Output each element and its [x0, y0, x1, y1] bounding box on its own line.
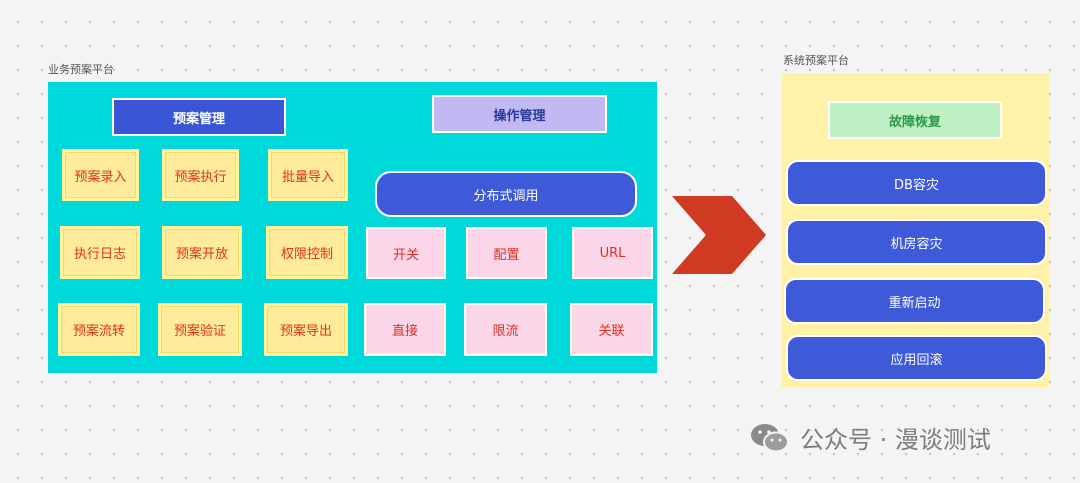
plan-verify-box[interactable]: 预案验证 [158, 303, 242, 356]
system-platform-frame: 故障恢复 DB容灾 机房容灾 重新启动 应用回滚 [782, 73, 1049, 387]
direct-box[interactable]: 直接 [364, 303, 446, 356]
plan-flow-box[interactable]: 预案流转 [58, 303, 140, 356]
wechat-icon [751, 423, 789, 452]
restart-pill[interactable]: 重新启动 [784, 278, 1045, 324]
system-platform-label: 系统预案平台 [783, 54, 849, 67]
chevron-arrow-icon [672, 196, 766, 274]
operation-management-header[interactable]: 操作管理 [432, 95, 607, 133]
plan-open-box[interactable]: 预案开放 [162, 226, 242, 279]
business-platform-label: 业务预案平台 [48, 63, 114, 76]
business-platform-frame: 预案管理 操作管理 预案录入 预案执行 批量导入 分布式调用 执行日志 预案开放… [48, 82, 657, 373]
plan-execute-box[interactable]: 预案执行 [162, 149, 239, 201]
url-box[interactable]: URL [572, 227, 653, 279]
app-rollback-pill[interactable]: 应用回滚 [786, 335, 1047, 381]
plan-entry-box[interactable]: 预案录入 [62, 149, 139, 201]
distributed-call-pill[interactable]: 分布式调用 [375, 171, 637, 217]
association-box[interactable]: 关联 [570, 303, 653, 356]
fault-recovery-header[interactable]: 故障恢复 [828, 101, 1002, 139]
datacenter-disaster-recovery-pill[interactable]: 机房容灾 [786, 219, 1047, 265]
watermark-text: 公众号 · 漫谈测试 [800, 426, 991, 454]
switch-box[interactable]: 开关 [366, 227, 446, 279]
plan-management-header[interactable]: 预案管理 [112, 98, 286, 136]
permission-control-box[interactable]: 权限控制 [266, 226, 348, 279]
batch-import-box[interactable]: 批量导入 [268, 149, 348, 201]
watermark: 公众号 · 漫谈测试 [750, 420, 991, 455]
rate-limit-box[interactable]: 限流 [464, 303, 547, 356]
execution-log-box[interactable]: 执行日志 [60, 226, 140, 279]
db-disaster-recovery-pill[interactable]: DB容灾 [786, 160, 1047, 206]
plan-export-box[interactable]: 预案导出 [264, 303, 348, 356]
config-box[interactable]: 配置 [466, 227, 547, 279]
